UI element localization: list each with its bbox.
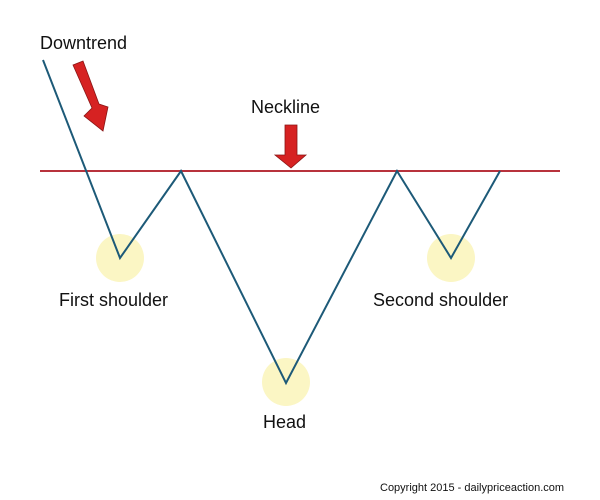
- price-line: [42, 59, 501, 386]
- downtrend-arrow-icon: [72, 60, 109, 132]
- neckline-label: Neckline: [251, 97, 321, 117]
- neckline-arrow-icon: [273, 124, 308, 169]
- downtrend-label: Downtrend: [40, 33, 128, 53]
- second-shoulder-label: Second shoulder: [373, 290, 509, 310]
- copyright-text: Copyright 2015 - dailypriceaction.com: [380, 482, 565, 494]
- first-shoulder-label: First shoulder: [59, 290, 169, 310]
- head-label: Head: [263, 412, 307, 432]
